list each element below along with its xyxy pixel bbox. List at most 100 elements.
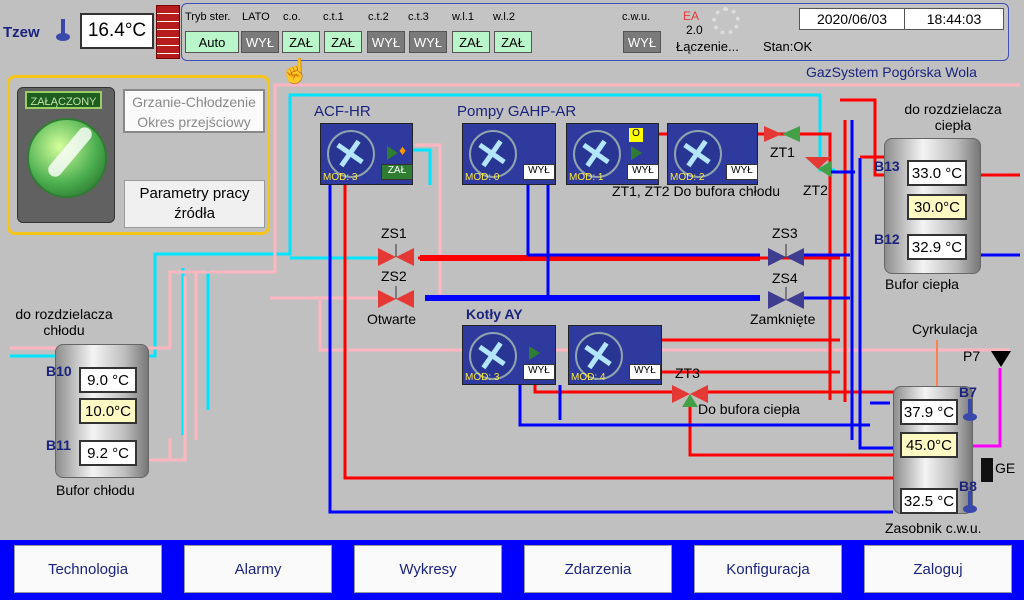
- flame-icon: ♦: [399, 142, 407, 158]
- play-icon: [631, 146, 642, 160]
- zt1-valve-icon[interactable]: [764, 122, 800, 146]
- heat-dest-line2: ciepła: [934, 117, 972, 133]
- ea-label: EA: [683, 9, 700, 23]
- source-params-line1: Parametry pracy: [139, 185, 250, 202]
- b11-label: B11: [46, 437, 71, 453]
- mode-wl2-button[interactable]: ZAŁ: [494, 31, 532, 53]
- heat-temp-top: 33.0 °C: [907, 160, 967, 186]
- zs-open-label: Otwarte: [367, 311, 417, 327]
- outdoor-temp-value: 16.4°C: [80, 13, 154, 49]
- fan-icon: [575, 332, 623, 380]
- b10-label: B10: [46, 363, 72, 379]
- source-params-button[interactable]: Parametry pracy źródła: [124, 180, 265, 228]
- nav-alarmy[interactable]: Alarmy: [184, 545, 332, 593]
- kotly-title: Kotły AY: [466, 306, 523, 322]
- thermometer-icon: [963, 491, 977, 513]
- brick-wall-icon: [156, 5, 180, 59]
- season-mode-line1: Grzanie-Chłodzenie: [132, 94, 256, 110]
- heater-ge-icon: [981, 458, 993, 482]
- season-mode-button[interactable]: Grzanie-Chłodzenie Okres przejściowy: [123, 89, 265, 133]
- zs4-label: ZS4: [772, 270, 798, 286]
- acf-state: ZAŁ: [381, 164, 413, 180]
- dhw-temp-top: 37.9 °C: [900, 399, 958, 425]
- zt3-note: Do bufora ciepła: [698, 401, 800, 417]
- heat-dest-label: do rozdzielacza ciepła: [893, 101, 1013, 133]
- cold-temp-bot: 9.2 °C: [79, 440, 137, 466]
- mode-title-lato: LATO: [242, 11, 270, 23]
- acf-title: ACF-HR: [314, 103, 371, 120]
- switch-state-label: ZAŁĄCZONY: [25, 91, 102, 109]
- play-icon: [387, 146, 398, 160]
- boiler-unit-1[interactable]: WYŁ MOD: 3: [462, 325, 556, 385]
- cold-dest-line1: do rozdzielacza: [15, 306, 113, 322]
- cold-dest-label: do rozdzielacza chłodu: [8, 306, 120, 338]
- gahp-unit-3[interactable]: WYŁ MOD: 2: [667, 123, 758, 185]
- mode-wl1-button[interactable]: ZAŁ: [452, 31, 490, 53]
- fan-icon: [469, 130, 517, 178]
- zt3-valve-icon[interactable]: [672, 381, 708, 407]
- mode-cwu-button[interactable]: WYŁ: [623, 31, 661, 53]
- site-name: GazSystem Pogórska Wola: [806, 64, 977, 80]
- gahp-2-flag: O: [629, 128, 643, 142]
- zs1-valve-icon[interactable]: [378, 244, 414, 270]
- thermometer-icon: [963, 399, 977, 421]
- zt2-valve-icon[interactable]: [805, 157, 831, 181]
- mode-lato-button[interactable]: WYŁ: [241, 31, 279, 53]
- heat-dest-line1: do rozdzielacza: [904, 101, 1002, 117]
- dhw-name: Zasobnik c.w.u.: [885, 520, 982, 536]
- state-label: Stan:OK: [763, 39, 813, 54]
- boiler-2-mod: MOD: 4: [571, 372, 606, 383]
- gahp-1-state: WYŁ: [523, 164, 555, 180]
- nav-konfiguracja[interactable]: Konfiguracja: [694, 545, 842, 593]
- zt12-note: ZT1, ZT2 Do bufora chłodu: [612, 183, 781, 199]
- zs2-label: ZS2: [381, 268, 407, 284]
- zs-closed-label: Zamknięte: [750, 311, 816, 327]
- nav-zaloguj[interactable]: Zaloguj: [864, 545, 1012, 593]
- mode-ct1-button[interactable]: ZAŁ: [324, 31, 362, 53]
- boiler-1-mod: MOD: 3: [465, 372, 500, 383]
- heat-temp-mid: 30.0°C: [907, 194, 967, 220]
- zs2-valve-icon[interactable]: [378, 286, 414, 312]
- gahp-unit-1[interactable]: WYŁ MOD: 0: [462, 123, 556, 185]
- zs3-valve-icon[interactable]: [768, 244, 804, 270]
- zs3-label: ZS3: [772, 225, 798, 241]
- zt2-label: ZT2: [803, 182, 828, 198]
- zt3-label: ZT3: [675, 365, 700, 381]
- time-display: 18:44:03: [904, 8, 1004, 30]
- b12-label: B12: [874, 231, 900, 247]
- mode-ct2-button[interactable]: WYŁ: [367, 31, 405, 53]
- circulation-label: Cyrkulacja: [912, 321, 978, 337]
- nav-technologia[interactable]: Technologia: [14, 545, 162, 593]
- mode-co-button[interactable]: ZAŁ: [282, 31, 320, 53]
- gahp-unit-2[interactable]: O WYŁ MOD: 1: [566, 123, 659, 185]
- fan-icon: [469, 332, 517, 380]
- pump-p7-icon[interactable]: [989, 349, 1013, 369]
- boiler-unit-2[interactable]: WYŁ MOD: 4: [568, 325, 662, 385]
- boiler-2-state: WYŁ: [629, 364, 661, 380]
- outdoor-temp-label: Tzew: [3, 24, 40, 41]
- b7-label: B7: [959, 384, 977, 400]
- zs4-valve-icon[interactable]: [768, 287, 804, 313]
- nav-zdarzenia[interactable]: Zdarzenia: [524, 545, 672, 593]
- dhw-temp-mid: 45.0°C: [900, 432, 958, 458]
- gahp-2-mod: MOD: 1: [569, 172, 604, 183]
- ea-version: 2.0: [686, 23, 703, 37]
- mode-title-ct1: c.t.1: [323, 11, 344, 23]
- b8-label: B8: [959, 478, 977, 494]
- loading-spinner-icon: [712, 7, 740, 35]
- nav-wykresy[interactable]: Wykresy: [354, 545, 502, 593]
- mode-title-tryb: Tryb ster.: [185, 11, 231, 23]
- heat-buffer-name: Bufor ciepła: [885, 276, 959, 292]
- mode-title-wl1: w.l.1: [452, 11, 475, 23]
- bottom-nav-bar: [0, 540, 1024, 600]
- mode-ct3-button[interactable]: WYŁ: [409, 31, 447, 53]
- mode-auto-button[interactable]: Auto: [185, 31, 239, 53]
- connection-status: Łączenie...: [676, 39, 739, 54]
- cold-buffer-name: Bufor chłodu: [56, 482, 135, 498]
- cold-temp-mid: 10.0°C: [79, 398, 137, 424]
- heat-temp-bot: 32.9 °C: [907, 234, 967, 260]
- acf-mod: MOD: 3: [323, 172, 358, 183]
- fan-icon: [674, 130, 722, 178]
- acf-unit[interactable]: ♦ ZAŁ MOD: 3: [320, 123, 413, 185]
- fan-icon: [573, 130, 621, 178]
